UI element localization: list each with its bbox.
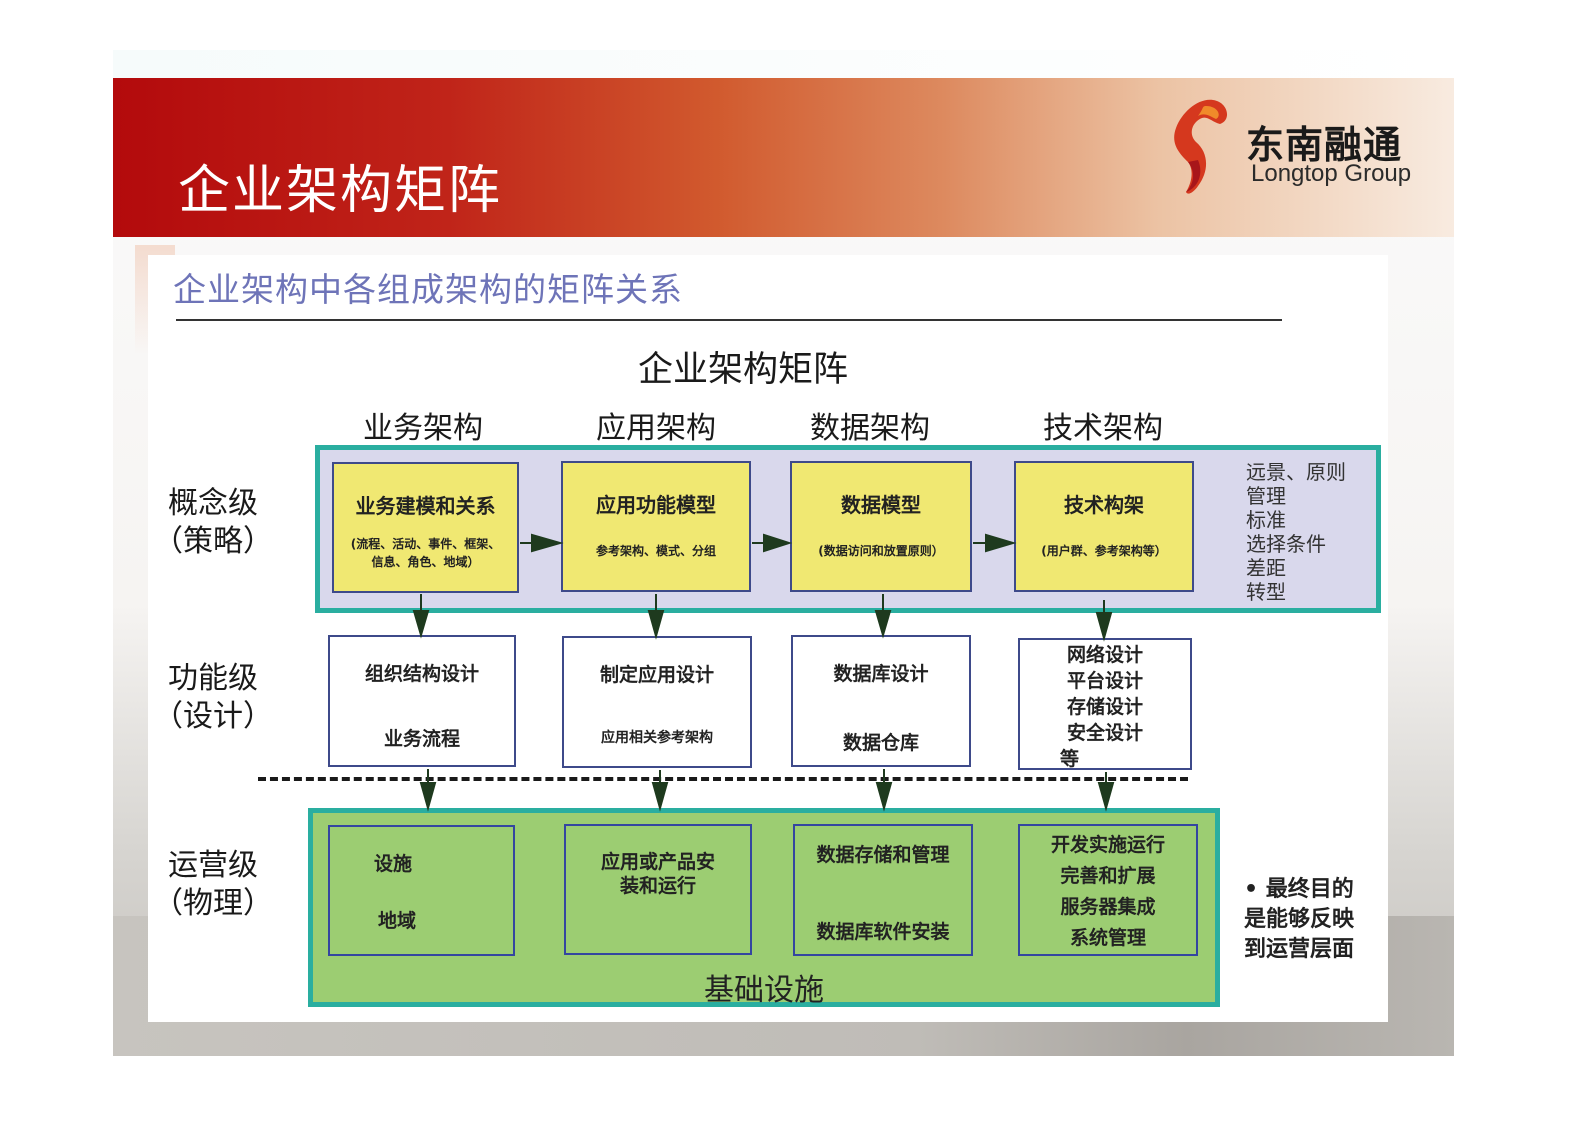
box-line: 数据库软件安装 xyxy=(816,921,950,943)
box-subtext: 参考架构、模式、分组 xyxy=(595,544,716,558)
row-label-sub: （策略） xyxy=(153,524,273,559)
note-line: 差距 xyxy=(1246,556,1286,580)
box-line: 平台设计 xyxy=(1066,670,1143,692)
top-strip xyxy=(113,50,1454,78)
box-subtext: 信息、角色、地域） xyxy=(371,555,480,569)
box-line: 服务器集成 xyxy=(1060,896,1156,918)
design-box-business: 组织结构设计 业务流程 xyxy=(328,635,516,767)
concept-box-application: 应用功能模型 参考架构、模式、分组 xyxy=(561,461,751,592)
box-line: 地域 xyxy=(378,910,417,932)
box-subtext: (流程、活动、事件、框架、 xyxy=(350,537,501,551)
column-header-technology: 技术架构 xyxy=(1043,411,1163,446)
divider xyxy=(176,319,1282,321)
header-bar: 企业架构矩阵 xyxy=(113,78,1454,237)
row-label-text: 功能级 xyxy=(168,661,258,696)
box-line: 数据仓库 xyxy=(842,732,919,754)
logo-text-cn: 东南融通 xyxy=(1246,123,1403,167)
box-line: 存储设计 xyxy=(1066,696,1143,718)
row-label-concept: 概念级 （策略） xyxy=(148,485,278,561)
note-line: • 最终目的 xyxy=(1244,877,1354,902)
operations-level-band: 基础设施 xyxy=(308,808,1220,1008)
box-line: 数据库设计 xyxy=(833,663,929,685)
arrow-down-icon xyxy=(874,610,892,639)
arrow-down-icon xyxy=(651,782,669,812)
box-line: 数据存储和管理 xyxy=(816,844,950,866)
box-line: 应用或产品安 xyxy=(600,851,715,873)
diagram-title: 企业架构矩阵 xyxy=(638,350,849,390)
section-subtitle: 企业架构中各组成架构的矩阵关系 xyxy=(173,270,683,309)
concept-box-technology: 技术构架 (用户群、参考架构等） xyxy=(1014,461,1194,592)
box-line: 业务流程 xyxy=(383,728,460,750)
design-box-application: 制定应用设计 应用相关参考架构 xyxy=(562,636,752,768)
row-label-text: 概念级 xyxy=(168,486,258,521)
goal-note: • 最终目的 是能够反映 到运营层面 xyxy=(1244,875,1354,965)
arrow-down-icon xyxy=(647,610,665,640)
logo-text-en: Longtop Group xyxy=(1251,160,1412,187)
box-line: 安全设计 xyxy=(1066,722,1143,744)
infrastructure-label: 基础设施 xyxy=(704,973,824,1008)
note-line: 是能够反映 xyxy=(1244,907,1355,932)
concept-notes: 远景、原则 管理 标准 选择条件 差距 转型 xyxy=(1246,460,1346,604)
ops-box-application: 应用或产品安 装和运行 xyxy=(564,824,752,955)
column-header-data: 数据架构 xyxy=(810,411,930,446)
column-header-business: 业务架构 xyxy=(363,411,483,446)
box-line: 应用相关参考架构 xyxy=(601,730,713,746)
arrow-down-icon xyxy=(412,610,430,639)
box-line: 组织结构设计 xyxy=(364,663,479,685)
box-title: 技术构架 xyxy=(1064,493,1144,517)
design-box-technology: 网络设计 平台设计 存储设计 安全设计 等 xyxy=(1018,638,1192,770)
note-line: 转型 xyxy=(1246,580,1286,604)
ops-box-business: 设施 地域 xyxy=(328,825,515,956)
arrow-down-icon xyxy=(1097,782,1115,812)
column-header-application: 应用架构 xyxy=(596,411,716,446)
note-line: 标准 xyxy=(1246,508,1286,532)
box-line: 等 xyxy=(1060,748,1080,770)
box-subtext: (用户群、参考架构等） xyxy=(1041,544,1167,558)
box-line: 网络设计 xyxy=(1066,644,1143,666)
note-line: 选择条件 xyxy=(1246,532,1326,556)
slide: 企业架构矩阵 东南融通 Longtop Group 企业架构中各组成架构的矩阵关… xyxy=(113,50,1454,1056)
box-line: 系统管理 xyxy=(1069,927,1146,949)
row-label-sub: （物理） xyxy=(153,886,273,921)
box-title: 数据模型 xyxy=(841,493,921,517)
level-divider-dashed xyxy=(258,777,1188,781)
note-line: 管理 xyxy=(1246,484,1286,508)
box-title: 业务建模和关系 xyxy=(355,494,496,518)
box-line: 装和运行 xyxy=(619,875,696,897)
note-line: 到运营层面 xyxy=(1244,937,1355,962)
box-line: 制定应用设计 xyxy=(599,664,714,686)
slide-title: 企业架构矩阵 xyxy=(178,161,503,221)
content-panel: 企业架构中各组成架构的矩阵关系 企业架构矩阵 业务架构 应用架构 数据架构 技术… xyxy=(148,255,1388,1022)
row-label-design: 功能级 （设计） xyxy=(148,660,278,736)
concept-box-data: 数据模型 (数据访问和放置原则） xyxy=(790,461,972,592)
arrow-down-icon xyxy=(419,782,437,812)
company-logo: 东南融通 Longtop Group xyxy=(1158,92,1438,202)
box-line: 完善和扩展 xyxy=(1060,865,1156,887)
ops-box-data: 数据存储和管理 数据库软件安装 xyxy=(793,824,973,956)
note-line: 远景、原则 xyxy=(1246,460,1346,484)
box-line: 开发实施运行 xyxy=(1050,834,1165,856)
box-title: 应用功能模型 xyxy=(596,493,716,517)
box-line: 设施 xyxy=(374,853,413,875)
flame-logo-icon xyxy=(1174,99,1228,194)
arrow-down-icon xyxy=(875,782,893,812)
design-box-data: 数据库设计 数据仓库 xyxy=(791,635,971,767)
box-subtext: (数据访问和放置原则） xyxy=(818,544,944,558)
concept-box-business: 业务建模和关系 (流程、活动、事件、框架、 信息、角色、地域） xyxy=(332,462,519,593)
arrow-down-icon xyxy=(1095,612,1113,642)
row-label-sub: （设计） xyxy=(153,699,273,734)
ops-box-technology: 开发实施运行 完善和扩展 服务器集成 系统管理 xyxy=(1018,824,1198,956)
row-label-text: 运营级 xyxy=(168,848,258,883)
row-label-operations: 运营级 （物理） xyxy=(148,847,278,923)
